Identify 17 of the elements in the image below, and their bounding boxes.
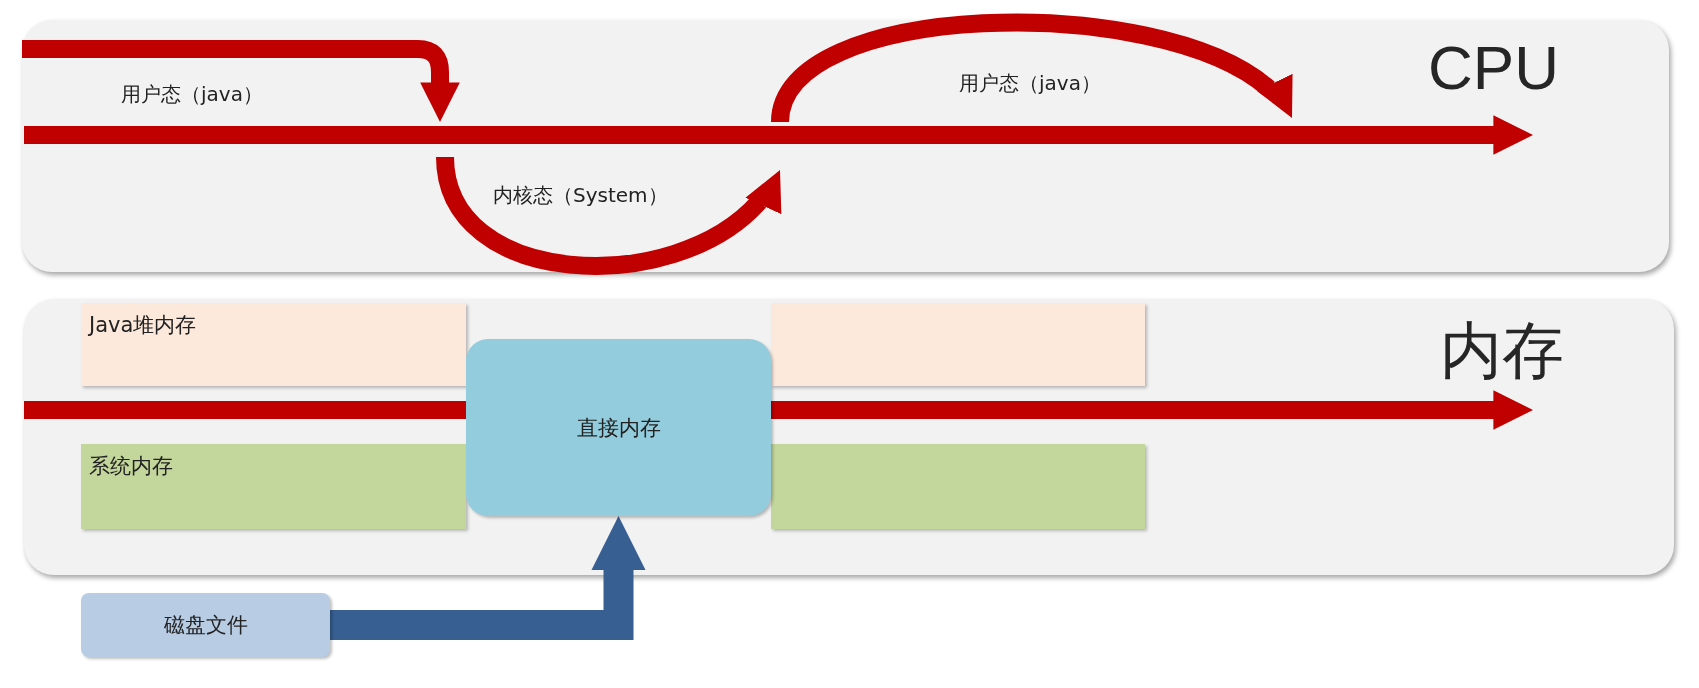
state-label: 内核态（System）	[493, 182, 668, 209]
memory-band	[81, 303, 466, 386]
memory-band	[771, 303, 1145, 386]
file-box	[81, 593, 330, 657]
panel	[24, 299, 1674, 575]
node-label: 系统内存	[89, 453, 173, 480]
memory-band	[81, 444, 466, 529]
node-label: 直接内存	[576, 414, 661, 442]
state-label: 用户态（java）	[121, 81, 263, 108]
panel-title: 内存	[1440, 315, 1564, 387]
panel-title: CPU	[1428, 32, 1559, 103]
memory-box	[466, 339, 771, 516]
node-label: Java堆内存	[89, 312, 197, 339]
memory-band	[771, 444, 1145, 529]
arrow	[330, 516, 646, 640]
node-label: 磁盘文件	[163, 612, 248, 639]
state-label: 用户态（java）	[959, 70, 1101, 97]
